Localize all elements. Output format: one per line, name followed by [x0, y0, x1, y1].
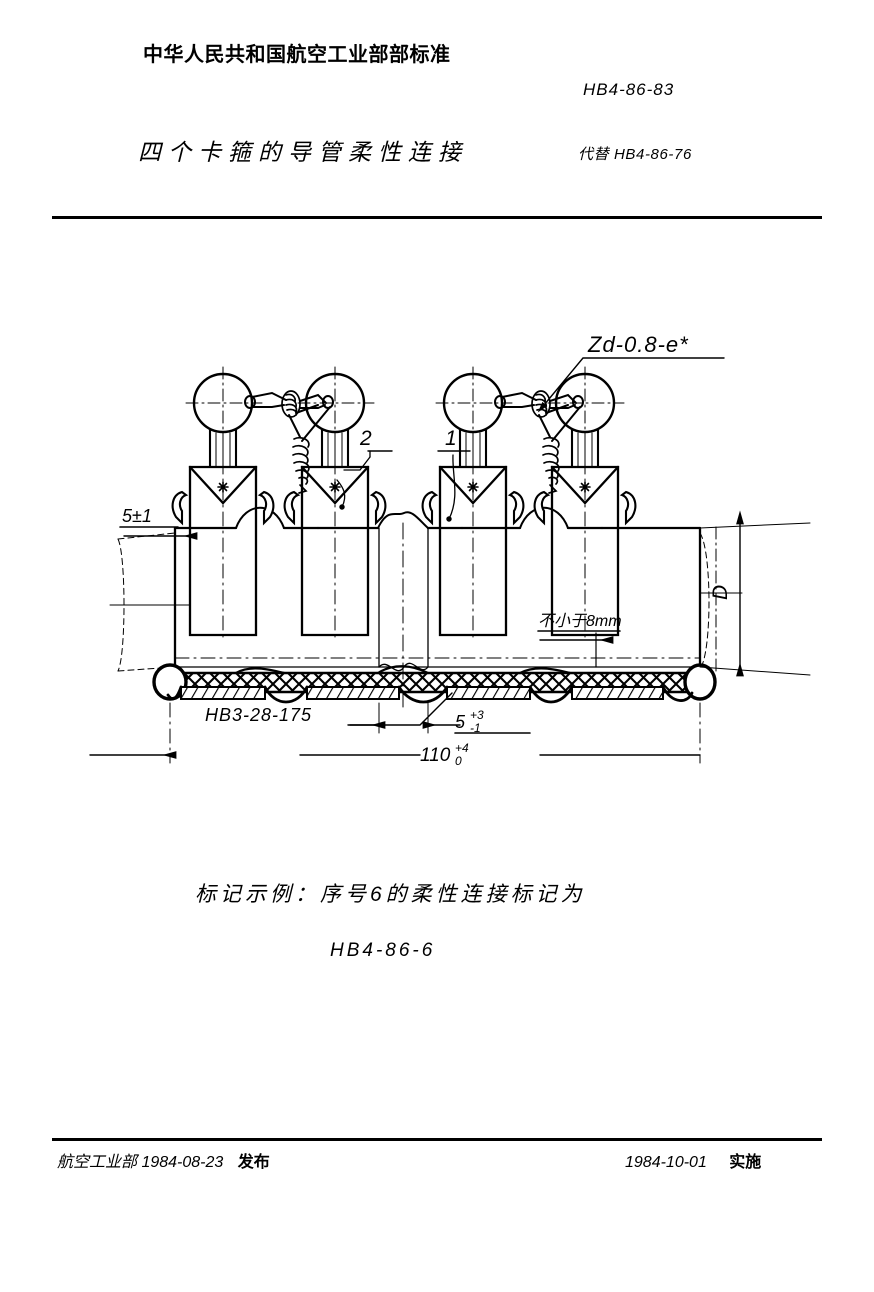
footer-issue-verb: 发布 — [237, 1154, 270, 1171]
technical-drawing: Zd-0.8-e* 2 1 5±1 不小于8mm D HB3-28-175 5 … — [0, 255, 874, 795]
dim-min-clearance-label: 不小于8mm — [538, 612, 622, 630]
callout-wire-label: Zd-0.8-e* — [587, 332, 689, 357]
dim-left-gap-label: 5±1 — [122, 506, 152, 526]
marking-example-text: 标记示例：序号6的柔性连接标记为 — [195, 883, 586, 906]
ministry-title: 中华人民共和国航空工业部部标准 — [143, 44, 451, 66]
document-title: 四个卡箍的导管柔性连接 — [138, 139, 468, 165]
part-number-sleeve-label: HB3-28-175 — [205, 705, 312, 725]
dim-overall-value: 110 — [420, 745, 451, 766]
footer-issuer-block: 航空工业部 1984-08-23 发布 — [57, 1148, 270, 1172]
replaces-note: 代替 HB4-86-76 — [578, 146, 692, 163]
footer-effective-date: 1984-10-01 — [625, 1154, 707, 1171]
dim-overall-upper: +4 — [455, 741, 469, 755]
item-label-2: 2 — [359, 427, 372, 450]
dim-center-lower: -1 — [470, 721, 481, 735]
dim-overall-lower: 0 — [455, 754, 462, 768]
footer-effective-verb: 实施 — [729, 1154, 762, 1171]
standard-number: HB4-86-83 — [583, 80, 675, 99]
footer-divider-rule — [52, 1138, 822, 1141]
header-divider-rule — [52, 216, 822, 219]
footer-issuer: 航空工业部 1984-08-23 — [57, 1154, 224, 1171]
footer-effective-block: 1984-10-01 实施 — [625, 1148, 761, 1172]
dim-center-upper: +3 — [470, 708, 484, 722]
dim-center-value: 5 — [455, 712, 466, 732]
dim-diameter-label: D — [709, 585, 732, 600]
marking-example-code: HB4-86-6 — [330, 940, 436, 961]
item-label-1: 1 — [445, 427, 457, 450]
